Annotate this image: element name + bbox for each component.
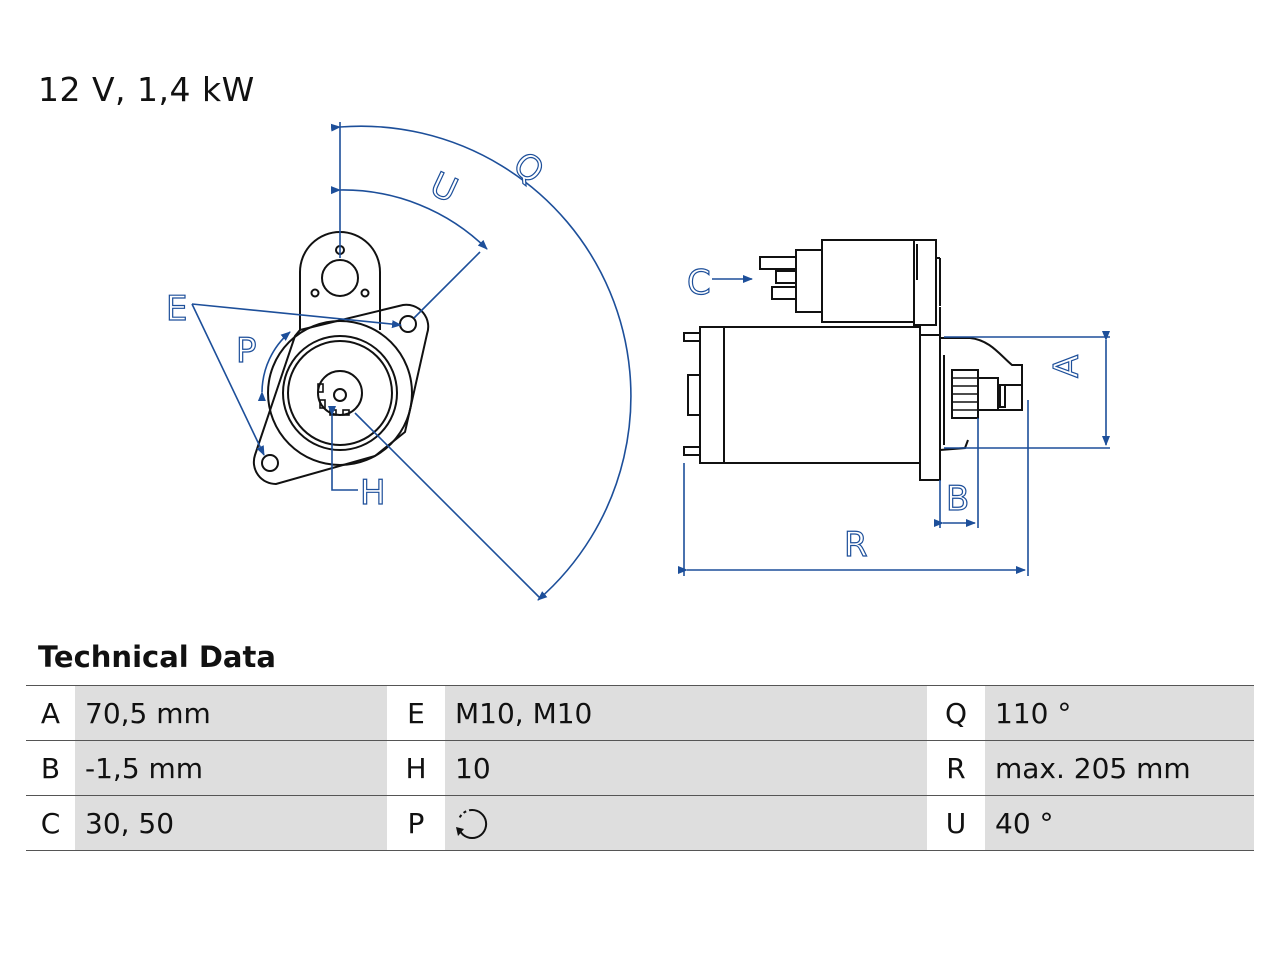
rear-end-cap: [699, 326, 725, 464]
param-value: M10, M10: [445, 685, 927, 741]
housing-outer-ring: [267, 320, 413, 466]
param-key: Q: [927, 685, 985, 741]
side-view: [683, 239, 1023, 481]
param-key: A: [26, 685, 75, 741]
param-value-rotation: [445, 795, 927, 851]
param-key: P: [387, 795, 445, 851]
param-key: C: [26, 795, 75, 851]
angle-q-arc: [330, 123, 632, 601]
param-value: 30, 50: [75, 795, 387, 851]
technical-data-title: Technical Data: [38, 640, 276, 674]
front-view: [252, 231, 430, 486]
mounting-flange: [252, 303, 430, 486]
param-value: 70,5 mm: [75, 685, 387, 741]
shaft: [333, 388, 347, 402]
label-q: Q: [505, 144, 551, 192]
param-value: 40 °: [985, 795, 1254, 851]
terminal-50: [775, 270, 797, 284]
label-c: C: [687, 263, 711, 303]
table-row: C 30, 50 P U 40 °: [26, 795, 1254, 851]
right-ear-hole: [399, 315, 417, 333]
rotation-p-arrow: [257, 331, 291, 402]
label-p: P: [236, 331, 257, 371]
front-view-dimensions: [191, 122, 632, 601]
param-key: U: [927, 795, 985, 851]
housing-middle-ring: [282, 335, 398, 451]
drive-end-flange: [919, 334, 941, 481]
label-u: U: [424, 165, 463, 212]
table-row: B -1,5 mm H 10 R max. 205 mm: [26, 740, 1254, 796]
table-row: A 70,5 mm E M10, M10 Q 110 °: [26, 685, 1254, 741]
label-r: R: [844, 525, 868, 565]
upper-ear-hole: [321, 259, 359, 297]
angle-u-arc: [330, 186, 488, 250]
solenoid: [821, 239, 915, 323]
label-h: H: [360, 473, 386, 513]
label-b: B: [946, 479, 969, 519]
clockwise-rotation-icon: [456, 808, 488, 839]
side-view-dimensions: [678, 275, 1110, 576]
label-e: E: [166, 289, 187, 329]
param-key: E: [387, 685, 445, 741]
left-ear-hole: [261, 454, 279, 472]
param-key: H: [387, 740, 445, 796]
label-a: A: [1047, 355, 1087, 378]
technical-data-table: A 70,5 mm E M10, M10 Q 110 ° B -1,5 mm H…: [26, 685, 1254, 851]
param-value: 10: [445, 740, 927, 796]
param-value: 110 °: [985, 685, 1254, 741]
param-value: max. 205 mm: [985, 740, 1254, 796]
terminal-30: [759, 256, 797, 270]
param-key: R: [927, 740, 985, 796]
motor-body: [723, 326, 921, 464]
starter-motor-drawing: E P H U Q: [165, 122, 1110, 601]
param-value: -1,5 mm: [75, 740, 387, 796]
param-key: B: [26, 740, 75, 796]
page-title: 12 V, 1,4 kW: [38, 70, 255, 109]
